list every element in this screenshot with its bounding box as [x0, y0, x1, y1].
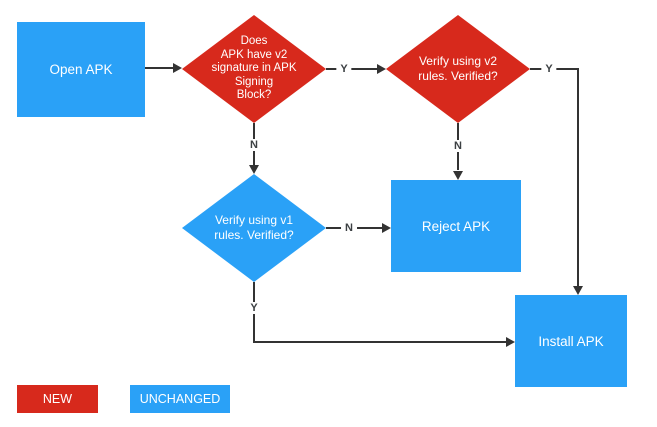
connector-v2check-yes	[326, 68, 378, 70]
open-apk-node: Open APK	[17, 22, 145, 117]
arrowhead-down-icon	[453, 171, 463, 180]
edge-label-v2check-yes: Y	[336, 63, 352, 75]
verify-v2-diamond: Verify using v2 rules. Verified?	[386, 15, 530, 123]
arrowhead-right-icon	[377, 64, 386, 74]
edge-label-v2check-no: N	[246, 139, 262, 151]
install-apk-node: Install APK	[515, 295, 627, 387]
connector-verifyv1-yes-horizontal	[253, 341, 506, 343]
legend-unchanged: UNCHANGED	[130, 385, 230, 413]
legend-new: NEW	[17, 385, 98, 413]
arrowhead-right-icon	[173, 63, 182, 73]
arrowhead-down-icon	[249, 165, 259, 174]
arrowhead-right-icon	[382, 223, 391, 233]
edge-label-verifyv2-yes: Y	[541, 63, 557, 75]
arrowhead-right-icon	[506, 337, 515, 347]
connector-open-to-v2check	[145, 67, 175, 69]
connector-verifyv2-yes-vertical	[577, 68, 579, 287]
v2-signature-check-diamond: Does APK have v2 signature in APK Signin…	[182, 15, 326, 123]
arrowhead-down-icon	[573, 286, 583, 295]
reject-apk-node: Reject APK	[391, 180, 521, 272]
edge-label-verifyv1-yes: Y	[246, 302, 262, 314]
edge-label-verifyv2-no: N	[450, 140, 466, 152]
verify-v1-diamond: Verify using v1 rules. Verified?	[182, 174, 326, 282]
edge-label-verifyv1-no: N	[341, 222, 357, 234]
